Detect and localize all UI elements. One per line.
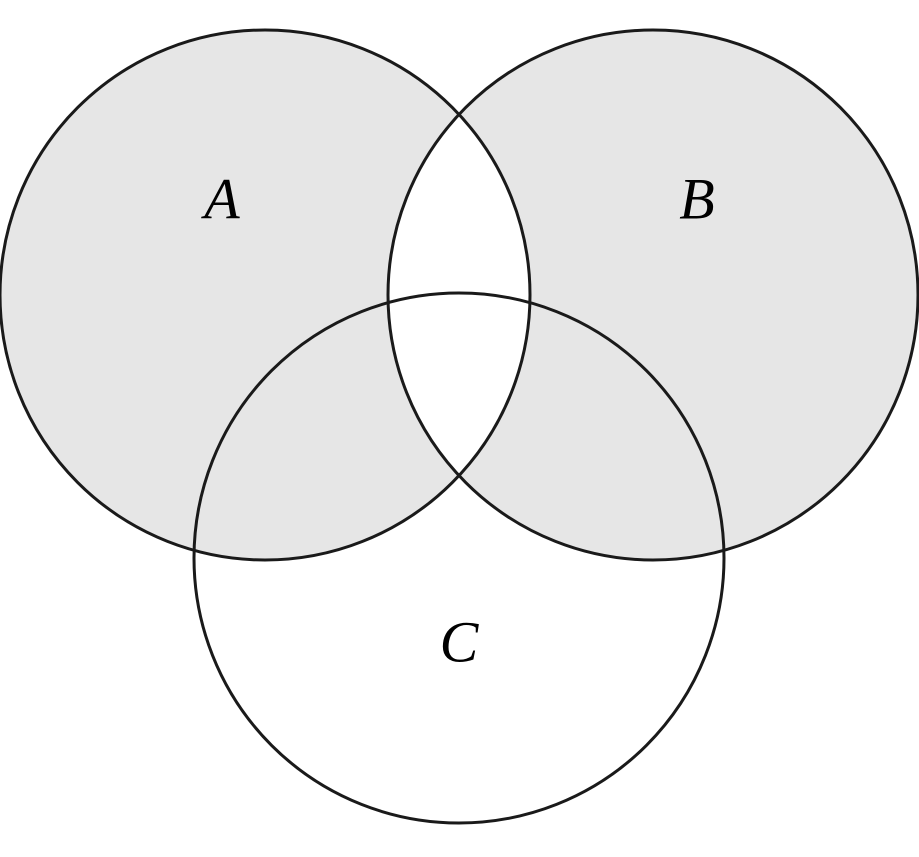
fill-set-b [388,30,918,560]
circle-outline-set-b [386,28,919,562]
set-label-a: A [200,166,240,231]
circle-outline-set-c [192,291,726,825]
set-label-c: C [440,609,480,674]
set-label-b: B [679,166,714,231]
circle-outline-set-a [0,28,532,562]
fill-set-a [0,30,530,560]
shaded-region-symmetric-difference [0,30,918,560]
